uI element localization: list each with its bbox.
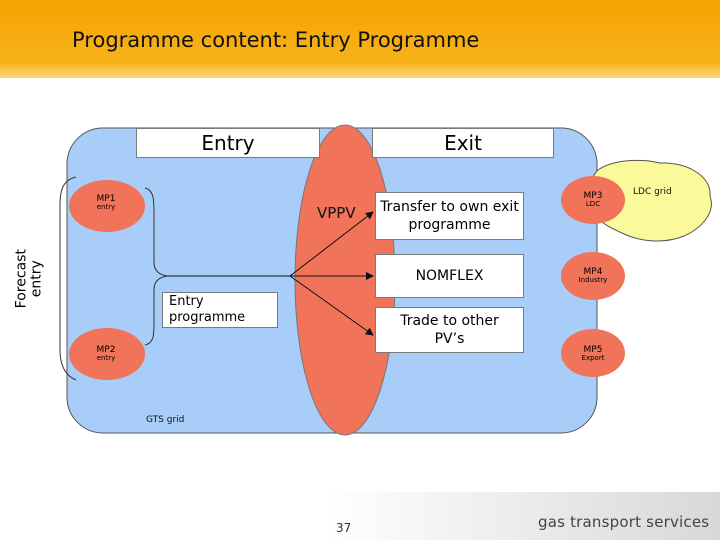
forecast-entry-label: Forecast entry — [13, 249, 44, 309]
mp2-label: MP2 entry — [82, 345, 130, 363]
page-number: 37 — [336, 521, 352, 535]
vppv-label: VPPV — [317, 204, 356, 222]
ldc-grid-label: LDC grid — [633, 187, 672, 197]
trade-box: Trade to other PV’s — [375, 307, 524, 353]
mp2-circle — [69, 328, 145, 380]
mp2-name: MP2 — [96, 345, 116, 355]
mp5-circle — [561, 329, 625, 377]
header-bar: Programme content: Entry Programme — [0, 0, 720, 78]
mp5-sub: Export — [581, 354, 605, 363]
arrow-to-transfer — [289, 211, 374, 277]
mp1-sub: entry — [96, 203, 116, 212]
entry-programme-box: Entry programme — [162, 292, 278, 328]
exit-header-label: Exit — [444, 131, 482, 155]
entry-header-box: Entry — [136, 128, 320, 158]
mp4-name: MP4 — [583, 267, 603, 277]
mp4-sub: Industry — [578, 276, 608, 285]
entry-programme-label: Entry programme — [169, 294, 246, 325]
brand-logo-text: gas transport services — [538, 513, 710, 531]
transfer-box: Transfer to own exit programme — [375, 192, 524, 240]
gts-grid-label: GTS grid — [146, 415, 185, 425]
arrow-to-trade — [289, 275, 374, 336]
transfer-label: Transfer to own exit programme — [380, 198, 519, 233]
mp5-name: MP5 — [583, 345, 603, 355]
mp5-label: MP5 Export — [569, 345, 617, 363]
nomflex-box: NOMFLEX — [375, 254, 524, 298]
footer-bar — [0, 492, 720, 540]
mp1-label: MP1 entry — [82, 194, 130, 212]
mp3-name: MP3 — [583, 191, 603, 201]
mp3-label: MP3 LDC — [569, 191, 617, 209]
mp4-circle — [561, 252, 625, 300]
slide-title: Programme content: Entry Programme — [72, 28, 480, 52]
mp4-label: MP4 Industry — [569, 267, 617, 285]
mp1-circle — [69, 180, 145, 232]
mp3-circle — [561, 176, 625, 224]
mp2-sub: entry — [96, 354, 116, 363]
trade-label: Trade to other PV’s — [400, 312, 499, 347]
entry-header-label: Entry — [201, 131, 255, 155]
nomflex-label: NOMFLEX — [415, 268, 484, 284]
exit-header-box: Exit — [372, 128, 554, 158]
mp3-sub: LDC — [585, 200, 601, 209]
forecast-bracket — [59, 176, 77, 381]
mp1-name: MP1 — [96, 194, 116, 204]
